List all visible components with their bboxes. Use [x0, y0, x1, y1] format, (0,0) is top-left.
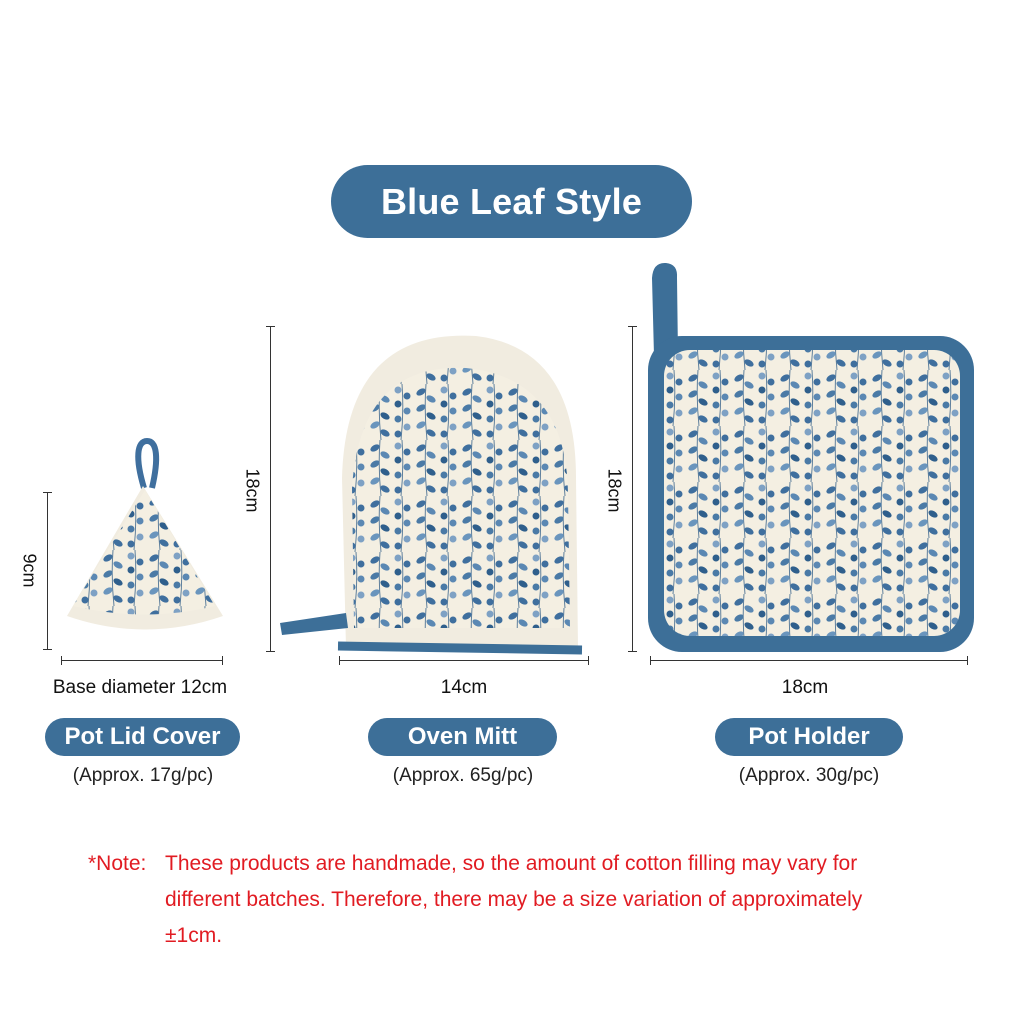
holder-width-line: [650, 656, 968, 665]
lid-width-label: Base diameter 12cm: [52, 677, 228, 698]
weight-oven-mitt: (Approx. 65g/pc): [392, 765, 534, 786]
lid-height-line: [43, 492, 52, 650]
note-line-1: These products are handmade, so the amou…: [165, 852, 858, 875]
holder-height-line: [628, 326, 637, 652]
product-name-pot-lid-cover: Pot Lid Cover: [45, 718, 240, 756]
style-title: Blue Leaf Style: [331, 165, 692, 238]
mitt-height-line: [266, 326, 275, 652]
oven-mitt-image: [280, 335, 583, 655]
holder-width-label: 18cm: [781, 677, 829, 698]
product-name-pot-holder: Pot Holder: [715, 718, 903, 756]
note-line-2: different batches. Therefore, there may …: [165, 888, 863, 911]
product-name-oven-mitt: Oven Mitt: [368, 718, 557, 756]
weight-pot-lid-cover: (Approx. 17g/pc): [72, 765, 214, 786]
mitt-height-label: 18cm: [242, 468, 263, 513]
pot-holder-image: [648, 262, 974, 652]
mitt-width-line: [339, 656, 589, 665]
note-prefix: *Note:: [88, 852, 147, 875]
lid-height-label: 9cm: [19, 553, 40, 588]
holder-height-label: 18cm: [604, 468, 625, 513]
lid-width-line: [61, 656, 223, 665]
mitt-width-label: 14cm: [440, 677, 488, 698]
pot-lid-cover-image: [67, 438, 223, 630]
note-line-3: ±1cm.: [165, 924, 223, 947]
weight-pot-holder: (Approx. 30g/pc): [738, 765, 880, 786]
